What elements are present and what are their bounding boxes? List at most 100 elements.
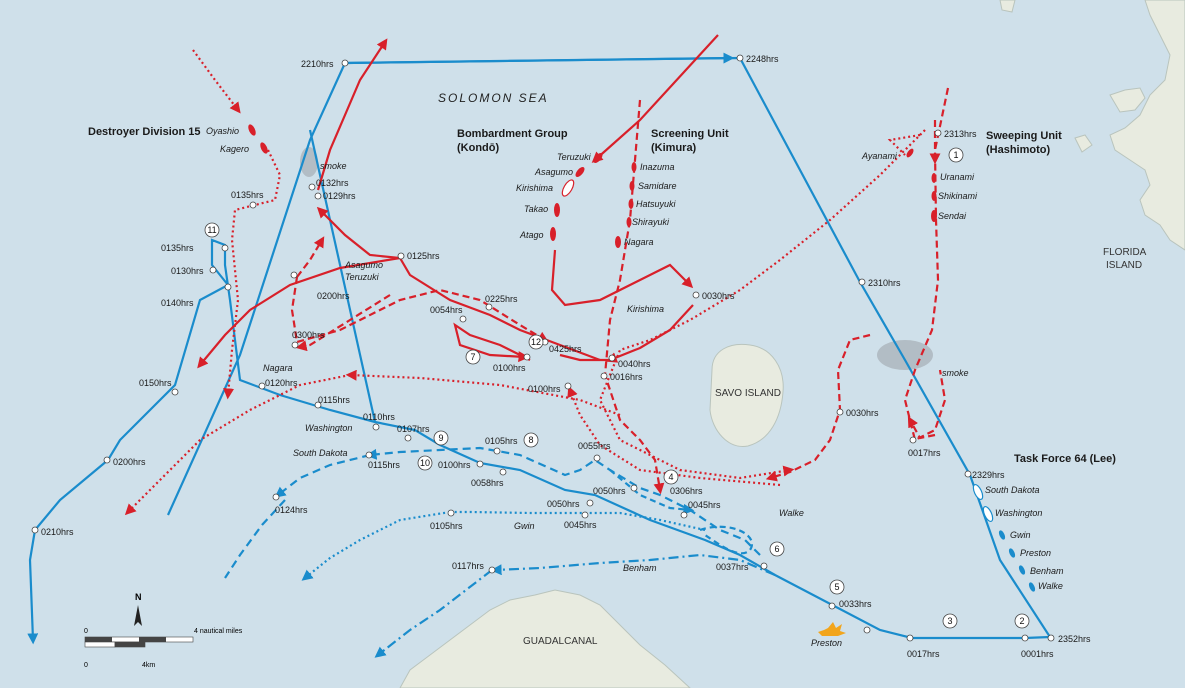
ship-asagumo: Asagumo — [534, 167, 573, 177]
svg-text:0017hrs: 0017hrs — [907, 649, 940, 659]
svg-text:2313hrs: 2313hrs — [944, 129, 977, 139]
svg-text:0150hrs: 0150hrs — [139, 378, 172, 388]
ship-gwin: Gwin — [1010, 530, 1031, 540]
svg-text:0124hrs: 0124hrs — [275, 505, 308, 515]
svg-text:7: 7 — [470, 352, 475, 362]
svg-text:0425hrs: 0425hrs — [549, 344, 582, 354]
kirishima-north — [316, 38, 388, 191]
ship-benham: Benham — [1030, 566, 1064, 576]
map-washington: Washington — [305, 423, 352, 433]
map-gwin: Gwin — [514, 521, 535, 531]
svg-text:0135hrs: 0135hrs — [161, 243, 194, 253]
benham-southwest — [374, 569, 493, 658]
svg-text:0030hrs: 0030hrs — [702, 291, 735, 301]
svg-text:0132hrs: 0132hrs — [316, 178, 349, 188]
svg-text:0200hrs: 0200hrs — [113, 457, 146, 467]
us-northwest-track — [166, 62, 347, 516]
svg-text:0110hrs: 0110hrs — [363, 412, 395, 422]
asagumo-track — [290, 276, 549, 344]
ship-samidare: Samidare — [638, 181, 677, 191]
ship-sendai: Sendai — [938, 211, 967, 221]
svg-text:4km: 4km — [142, 662, 155, 669]
north-arrow-icon — [134, 605, 142, 626]
callout-12: 12 — [528, 334, 544, 350]
svg-text:0115hrs: 0115hrs — [368, 460, 400, 470]
map-nagara: Nagara — [263, 363, 293, 373]
svg-text:0200hrs: 0200hrs — [317, 291, 350, 301]
sea-label: SOLOMON SEA — [438, 91, 549, 105]
map-benham: Benham — [623, 563, 657, 573]
ayanami-track — [598, 129, 926, 480]
svg-text:4: 4 — [668, 472, 673, 482]
ship-nagara: Nagara — [624, 237, 654, 247]
svg-text:0100hrs: 0100hrs — [528, 384, 561, 394]
bombardment-return — [605, 304, 694, 363]
south-dakota-west — [274, 453, 371, 498]
map-south-dakota: South Dakota — [293, 448, 348, 458]
svg-text:0001hrs: 0001hrs — [1021, 649, 1054, 659]
kirishima-sw — [197, 256, 401, 369]
red-loop-7 — [453, 322, 531, 363]
ayanami-early — [887, 133, 921, 156]
callout-11: 11 — [204, 222, 220, 238]
callout-1: 1 — [948, 147, 964, 163]
svg-text:0037hrs: 0037hrs — [716, 562, 749, 572]
ship-atago: Atago — [519, 230, 544, 240]
div15-track — [223, 149, 282, 400]
svg-text:0: 0 — [84, 628, 88, 635]
svg-text:0100hrs: 0100hrs — [438, 460, 471, 470]
bombardment-label: Bombardment Group — [457, 128, 568, 140]
walke-loop — [699, 525, 753, 555]
callout-2: 2 — [1014, 613, 1030, 629]
svg-text:4 nautical miles: 4 nautical miles — [194, 628, 243, 635]
ship-ayanami: Ayanami — [861, 151, 898, 161]
ship-kirishima: Kirishima — [516, 183, 553, 193]
callout-10: 10 — [417, 455, 433, 471]
destroyer-div-label: Destroyer Division 15 — [88, 126, 201, 138]
svg-text:0: 0 — [84, 662, 88, 669]
screening-commander: (Kimura) — [651, 142, 697, 154]
map-asagumo: Asagumo — [344, 260, 383, 270]
islet-1 — [1109, 87, 1146, 113]
scale-bar: N 0 4 nautical miles 0 4km — [84, 592, 243, 669]
bombardment-main — [550, 249, 694, 307]
callout-5: 5 — [829, 579, 845, 595]
callout-3: 3 — [942, 613, 958, 629]
us-ship-markers — [972, 484, 1036, 592]
svg-text:0105hrs: 0105hrs — [430, 521, 463, 531]
bombardment-commander: (Kondō) — [457, 142, 499, 154]
ship-markers — [248, 124, 937, 248]
svg-text:6: 6 — [774, 544, 779, 554]
svg-text:0050hrs: 0050hrs — [547, 499, 580, 509]
svg-text:2: 2 — [1019, 616, 1024, 626]
dakota-escape — [224, 499, 286, 579]
sweeping-loop — [907, 416, 936, 440]
sweeping-commander: (Hashimoto) — [986, 144, 1051, 156]
svg-text:0210hrs: 0210hrs — [41, 527, 74, 537]
guadalcanal — [399, 589, 691, 688]
smoke-label-1: smoke — [320, 161, 347, 171]
svg-text:0120hrs: 0120hrs — [265, 378, 298, 388]
svg-text:0016hrs: 0016hrs — [610, 372, 643, 382]
tf64-label: Task Force 64 (Lee) — [1014, 453, 1116, 465]
svg-text:0050hrs: 0050hrs — [593, 486, 626, 496]
map-teruzuki: Teruzuki — [345, 272, 380, 282]
gwin-west — [301, 510, 451, 581]
benham-track — [490, 553, 776, 577]
svg-text:0054hrs: 0054hrs — [430, 305, 463, 315]
svg-text:0115hrs: 0115hrs — [318, 395, 350, 405]
us-0045-loop — [609, 469, 695, 515]
svg-text:0125hrs: 0125hrs — [407, 251, 440, 261]
svg-text:0135hrs: 0135hrs — [231, 190, 264, 200]
south-dakota-track — [365, 446, 761, 556]
ship-south-dakota: South Dakota — [985, 485, 1040, 495]
islet-3 — [999, 0, 1016, 13]
asagumo-start — [296, 236, 325, 278]
svg-text:0040hrs: 0040hrs — [618, 359, 651, 369]
svg-text:0100hrs: 0100hrs — [493, 363, 526, 373]
svg-text:0107hrs: 0107hrs — [397, 424, 430, 434]
time-labels: 2210hrs 2248hrs 2313hrs 2310hrs 0132hrs … — [41, 54, 1091, 659]
north-label: N — [135, 592, 142, 602]
map-kirishima: Kirishima — [627, 304, 664, 314]
